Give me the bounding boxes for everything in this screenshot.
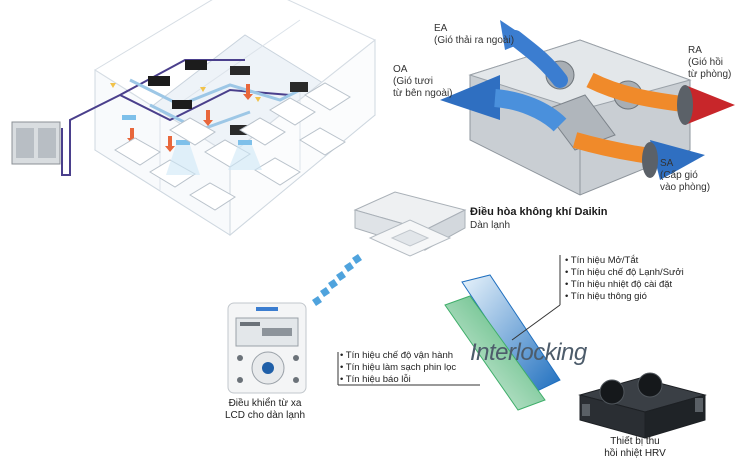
remote-caption-line1: Điều khiển từ xa [228,398,302,409]
sa-code: SA [660,158,674,169]
signal-ventilation: Tín hiệu thông gió [565,291,684,303]
sa-desc-line2: vào phòng) [660,182,711,193]
indoor-unit-title: Điều hòa không khí Daikin [470,206,608,218]
hrv-caption-line1: Thiết bị thu [610,436,660,447]
remote-caption: Điều khiển từ xa LCD cho dàn lạnh [210,398,320,422]
signal-error: Tín hiệu báo lỗi [340,374,456,386]
ea-desc: (Gió thải ra ngoài) [434,35,515,46]
oa-label: OA (Gió tươi từ bên ngoài) [393,64,453,100]
hrv-unit-caption: Thiết bị thu hồi nhiệt HRV [590,436,680,460]
signal-set-temperature: Tín hiệu nhiệt độ cài đặt [565,279,684,291]
signal-operation-mode: Tín hiệu chế độ vận hành [340,350,456,362]
signal-on-off: Tín hiệu Mở/Tắt [565,255,684,267]
signal-cool-heat-mode: Tín hiệu chế độ Lạnh/Sưởi [565,267,684,279]
signal-filter-clean: Tín hiệu làm sạch phin lọc [340,362,456,374]
oa-desc-line2: từ bên ngoài) [393,88,453,99]
sa-label: SA (Cấp gió vào phòng) [660,158,710,194]
ea-label: EA (Gió thải ra ngoài) [434,23,514,47]
indoor-unit-subtitle: Dàn lạnh [470,220,511,231]
remote-caption-line2: LCD cho dàn lạnh [224,410,306,421]
hrv-caption-line2: hồi nhiệt HRV [604,448,666,459]
signals-from-hrv-list: Tín hiệu chế độ vận hành Tín hiệu làm sạ… [340,350,456,386]
oa-code: OA [393,64,408,75]
ra-desc-line1: (Gió hồi [688,57,724,68]
ea-code: EA [434,23,448,34]
ra-code: RA [688,45,702,56]
ra-desc-line2: từ phòng) [688,69,732,80]
sa-desc-line1: (Cấp gió [660,170,698,181]
interlocking-label: Interlocking [470,339,587,366]
signals-to-hrv-list: Tín hiệu Mở/Tắt Tín hiệu chế độ Lạnh/Sưở… [565,255,684,303]
oa-desc-line1: (Gió tươi [393,76,433,87]
ra-label: RA (Gió hồi từ phòng) [688,45,731,81]
